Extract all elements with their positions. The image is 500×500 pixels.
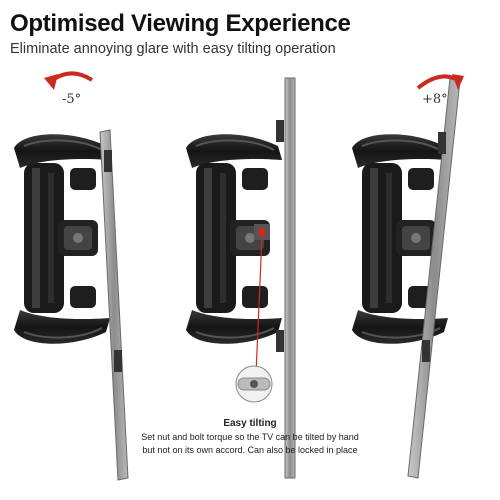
page-title: Optimised Viewing Experience [10, 10, 351, 37]
caption-line-1: Set nut and bolt torque so the TV can be… [141, 432, 359, 442]
page-subtitle: Eliminate annoying glare with easy tilti… [10, 41, 336, 57]
tilt-angle-left: -5° [62, 92, 82, 107]
mount-neutral [185, 77, 296, 479]
mount-tilt-plus [351, 74, 464, 479]
easy-tilting-caption: Easy tilting Set nut and bolt torque so … [130, 417, 370, 457]
mount-tilt-minus [13, 71, 129, 481]
tilt-angle-right: +8° [422, 92, 448, 107]
caption-title: Easy tilting [223, 418, 277, 429]
caption-line-2: but not on its own accord. Can also be l… [142, 445, 358, 455]
